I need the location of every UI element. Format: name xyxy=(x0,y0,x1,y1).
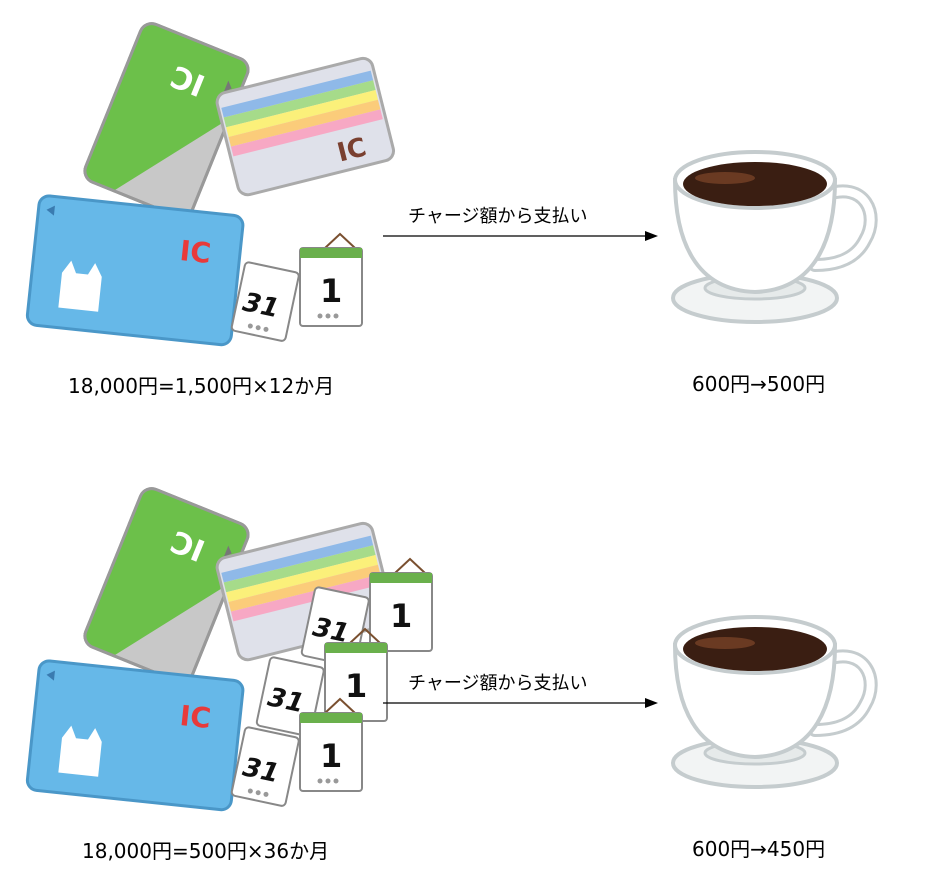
ic-cards-illustration: IC IC 31 1 xyxy=(25,487,433,812)
calendar-day-31: 31 xyxy=(265,682,307,719)
calendar-day-1: 1 xyxy=(390,597,412,635)
calc-label-1: 18,000円=1,500円×12か月 xyxy=(68,374,335,398)
striped-card-ic-text: IC xyxy=(334,133,369,169)
calendar-day-31: 31 xyxy=(240,287,282,324)
green-ic-card: IC xyxy=(83,22,250,219)
calendar-day-1: 1 xyxy=(345,667,367,705)
calc-label-2: 18,000円=500円×36か月 xyxy=(82,839,330,863)
coffee-cup-icon xyxy=(671,150,878,324)
striped-ic-card: IC xyxy=(215,56,396,197)
calendar-day-31: 31 xyxy=(240,752,282,789)
green-ic-card: IC xyxy=(83,487,250,684)
price-label-1: 600円→500円 xyxy=(692,372,826,396)
blue-ic-card: IC xyxy=(25,659,245,812)
calendar-day-1: 1 xyxy=(320,737,342,775)
arrow-label-2: チャージ額から支払い xyxy=(408,673,588,694)
cat-icon xyxy=(58,725,102,777)
blue-card-ic-text: IC xyxy=(178,234,212,270)
calendar-icon: 31 1 xyxy=(230,697,363,807)
arrow-label-1: チャージ額から支払い xyxy=(408,206,588,227)
ic-cards-illustration: IC IC IC 31 xyxy=(25,22,396,347)
striped-ic-card xyxy=(215,521,396,662)
price-label-2: 600円→450円 xyxy=(692,837,826,861)
coffee-cup-icon xyxy=(671,615,878,789)
blue-ic-card: IC xyxy=(25,194,245,347)
arrow-2 xyxy=(383,698,658,708)
blue-card-ic-text: IC xyxy=(178,699,212,735)
arrow-1 xyxy=(383,231,658,241)
calendar-day-1: 1 xyxy=(320,272,342,310)
calendar-icon: 31 1 xyxy=(230,232,363,342)
cat-icon xyxy=(58,260,102,312)
